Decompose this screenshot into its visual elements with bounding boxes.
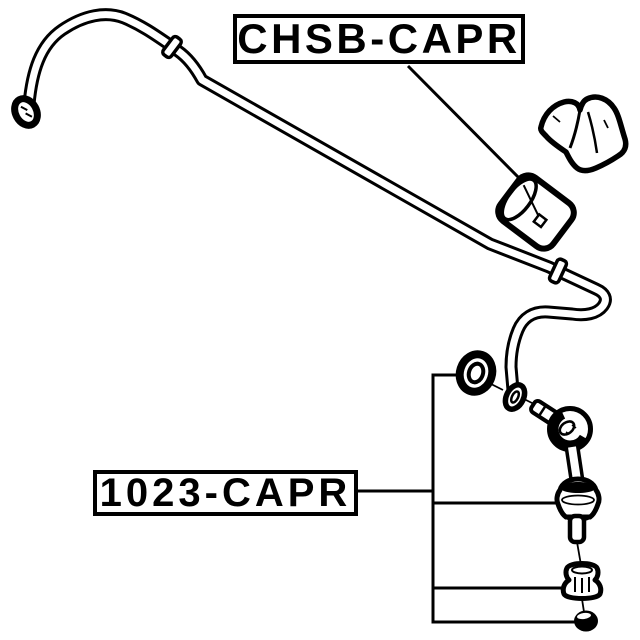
bushing-square-hole	[532, 212, 549, 229]
bracket-drawing	[538, 94, 629, 174]
part-label-chsb-capr-text: CHSB-CAPR	[237, 15, 521, 62]
bar-collar-left	[161, 34, 183, 60]
bushing-drawing	[495, 172, 577, 252]
callout-lines-1023	[358, 373, 576, 624]
upper-ball-joint	[547, 406, 593, 452]
bracket-rib-line	[568, 109, 582, 149]
bracket-inner-line	[586, 111, 599, 154]
part-label-1023-capr: 1023-CAPR	[93, 470, 358, 516]
grommet-drawing	[455, 350, 497, 396]
stabilizer-link-drawing	[455, 350, 604, 632]
bar-collar-right	[547, 257, 569, 285]
bushing-centerline	[581, 598, 585, 613]
bushing-slot-line	[522, 184, 540, 218]
bracket-outline	[538, 94, 629, 174]
bushing-end-face	[500, 177, 538, 222]
bracket-detail-marks	[552, 115, 609, 129]
link-nut-drawing	[574, 610, 598, 632]
joint-top-shade	[562, 482, 594, 493]
link-bushing-drawing	[560, 561, 604, 601]
joint-shaded-ring	[551, 410, 589, 448]
bar-inner-highlight	[25, 11, 609, 391]
lower-stud	[567, 513, 587, 545]
part-label-1023-capr-text: 1023-CAPR	[99, 470, 352, 515]
leader-line-chsb	[406, 64, 529, 188]
part-label-chsb-capr: CHSB-CAPR	[233, 14, 525, 64]
bar-end-eyelet	[502, 382, 528, 412]
bar-left-eyelet	[11, 95, 41, 129]
lower-ball-joint	[554, 476, 602, 522]
stabilizer-bar-drawing	[11, 8, 612, 412]
